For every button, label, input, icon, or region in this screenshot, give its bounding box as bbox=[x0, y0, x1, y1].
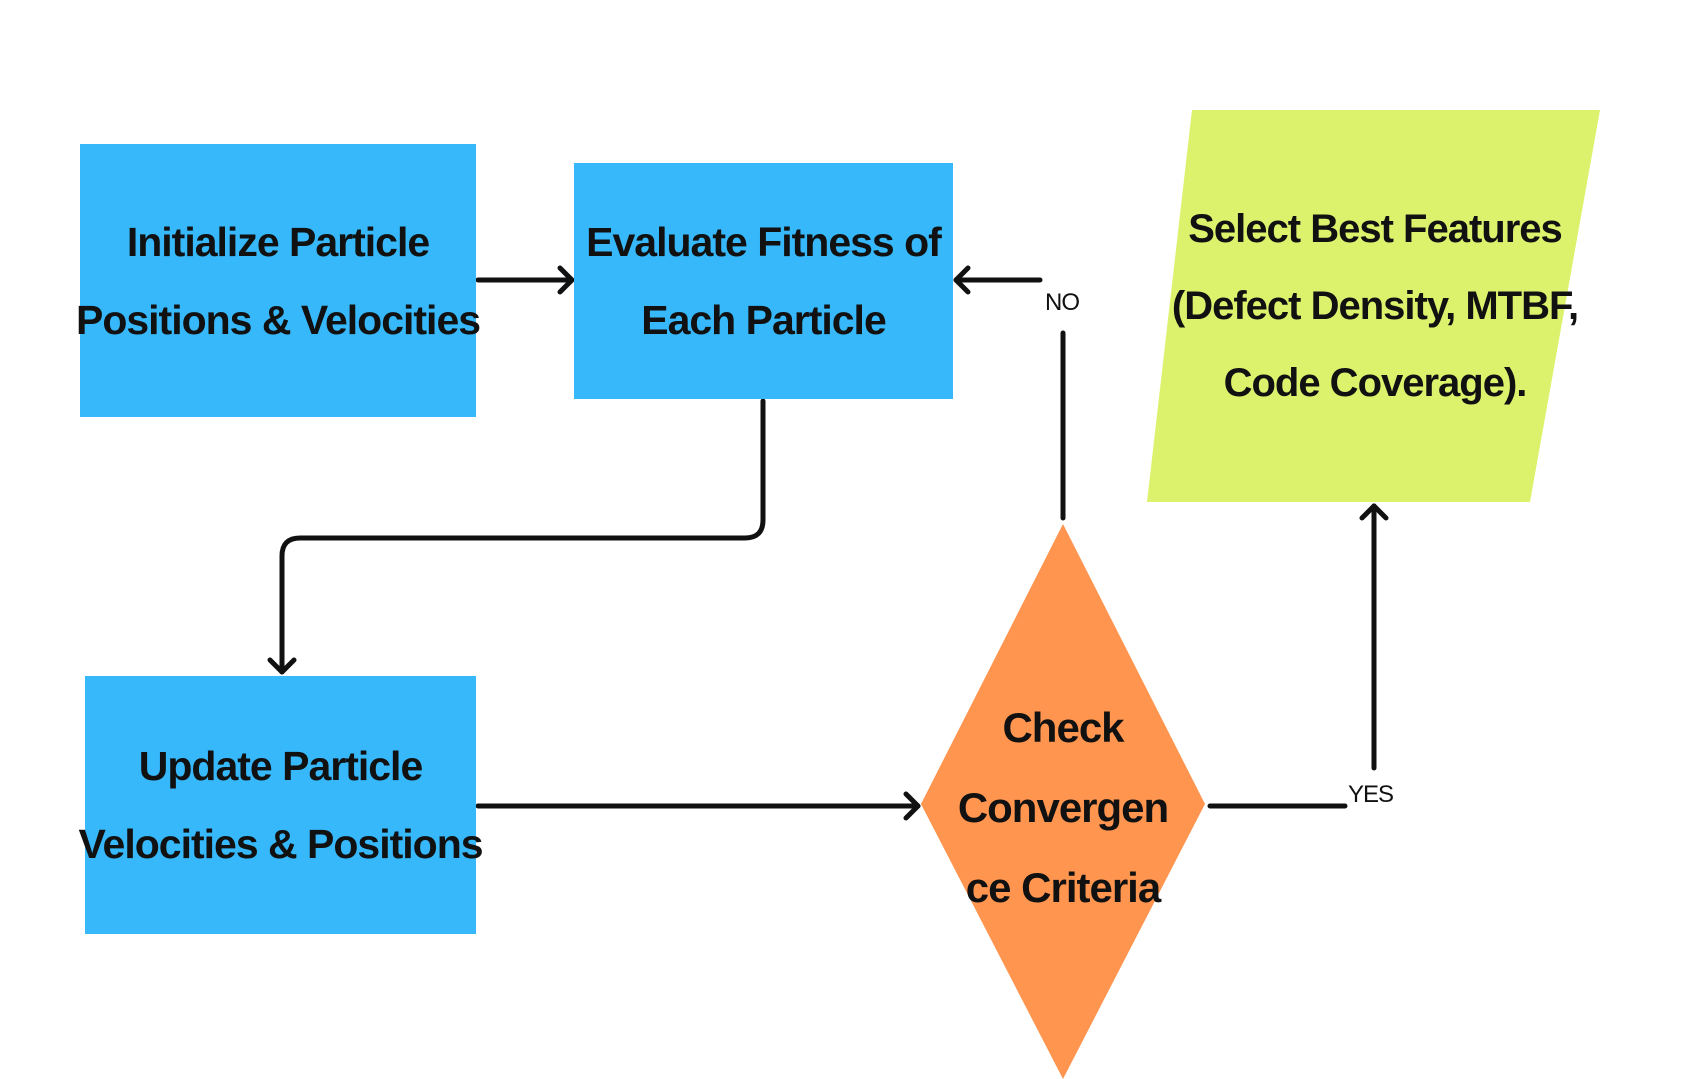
decision-diamond bbox=[921, 524, 1205, 1079]
evaluate-line-2: Each Particle bbox=[641, 297, 887, 343]
select-features-label: Select Best Features (Defect Density, MT… bbox=[1165, 191, 1585, 422]
evaluate-fitness-text: Evaluate Fitness of Each Particle bbox=[586, 203, 942, 359]
initialize-particles-text: Initialize Particle Positions & Velociti… bbox=[75, 203, 481, 359]
update-particles-text: Update Particle Velocities & Positions bbox=[78, 727, 483, 883]
arrowhead-evaluate bbox=[557, 265, 575, 295]
arrowhead-check bbox=[903, 791, 921, 821]
select-line-1: Select Best Features bbox=[1188, 207, 1563, 251]
check-convergence-text: Check Convergen ce Criteria bbox=[930, 688, 1196, 928]
yes-branch-label: YES bbox=[1348, 781, 1394, 808]
initialize-line-2: Positions & Velocities bbox=[75, 296, 481, 343]
output-parallelogram bbox=[1147, 110, 1600, 502]
arrowhead-evaluate-return bbox=[953, 265, 971, 295]
arrowhead-update bbox=[267, 657, 297, 675]
edge-evaluate-to-update bbox=[279, 398, 766, 675]
no-branch-label: NO bbox=[1045, 289, 1080, 316]
evaluate-fitness-box: Evaluate Fitness of Each Particle bbox=[574, 163, 953, 399]
update-line-1: Update Particle bbox=[138, 743, 424, 789]
arrowhead-select bbox=[1359, 503, 1389, 521]
initialize-particles-box: Initialize Particle Positions & Velociti… bbox=[76, 144, 481, 417]
update-particles-box: Update Particle Velocities & Positions bbox=[78, 676, 484, 934]
check-line-1: Check bbox=[1002, 704, 1124, 751]
evaluate-line-1: Evaluate Fitness of bbox=[586, 219, 942, 265]
check-line-3: ce Criteria bbox=[965, 864, 1161, 911]
check-line-2: Convergen bbox=[957, 784, 1169, 831]
update-line-2: Velocities & Positions bbox=[78, 821, 483, 867]
select-line-3: Code Coverage). bbox=[1223, 361, 1528, 405]
select-line-2: (Defect Density, MTBF, bbox=[1171, 284, 1579, 328]
initialize-line-1: Initialize Particle bbox=[126, 218, 430, 265]
check-convergence-label: Check Convergen ce Criteria bbox=[930, 688, 1196, 928]
select-features-text: Select Best Features (Defect Density, MT… bbox=[1165, 191, 1585, 422]
